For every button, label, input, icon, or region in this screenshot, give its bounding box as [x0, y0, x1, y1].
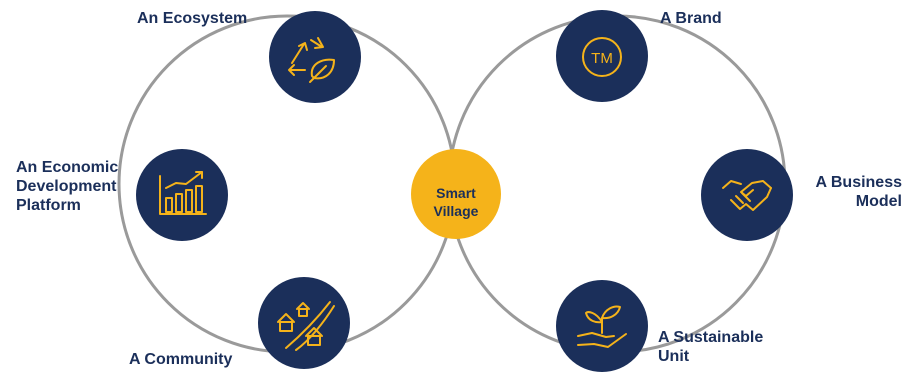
- economic-label: An Economic Development Platform: [16, 159, 119, 214]
- trademark-icon: TM: [582, 37, 622, 77]
- plant-hand-icon: [577, 305, 627, 348]
- community-node: [258, 277, 350, 369]
- svg-text:TM: TM: [591, 50, 613, 67]
- ecosystem-label: An Ecosystem: [137, 10, 248, 27]
- community-label: A Community: [129, 351, 233, 368]
- brand-label: A Brand: [660, 10, 722, 27]
- growth-chart-icon: [159, 171, 207, 215]
- ecosystem-node: [269, 11, 361, 103]
- houses-road-icon: [277, 301, 335, 351]
- brand-node: [556, 10, 648, 102]
- center-label: Smart Village: [433, 185, 479, 219]
- center-node: [411, 149, 501, 239]
- recycle-leaf-icon: [288, 37, 335, 83]
- handshake-icon: [722, 180, 772, 211]
- sustainable-label: A Sustainable Unit: [658, 329, 764, 365]
- business-label: A Business Model: [815, 174, 902, 210]
